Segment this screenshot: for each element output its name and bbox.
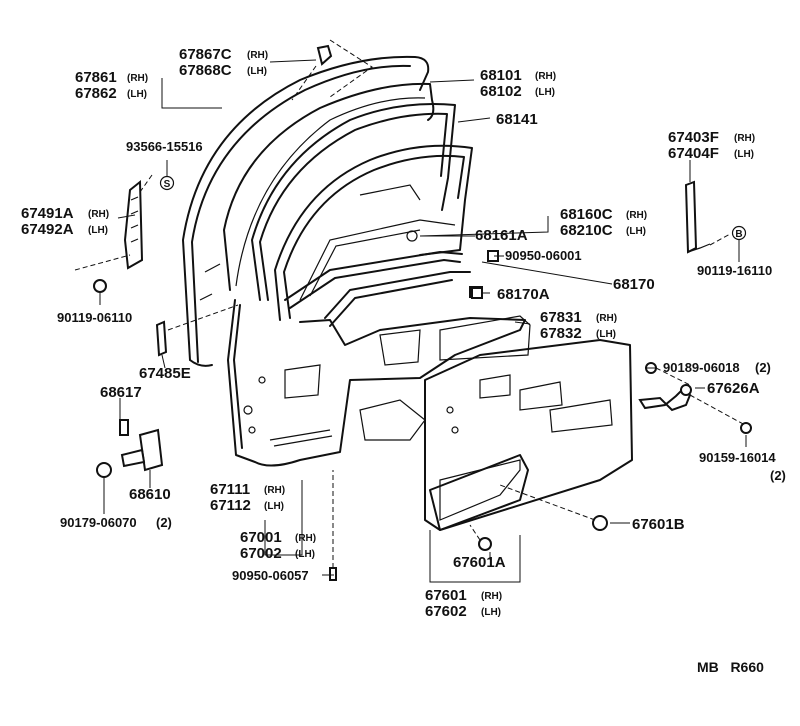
door-trim-board — [424, 339, 633, 531]
callout-68141: 68141 — [496, 111, 538, 128]
svg-text:B: B — [735, 229, 742, 240]
callout-67485E: 67485E — [139, 365, 191, 382]
callout-67602: 67602 — [425, 603, 467, 620]
callout-67403F: 67403F — [668, 129, 719, 146]
callout-68610: 68610 — [129, 486, 171, 503]
callout-67862: 67862 — [75, 85, 117, 102]
callout-90119-06110: 90119-06110 — [57, 310, 132, 325]
leader-lines — [99, 59, 747, 583]
callout-67492A: 67492A — [21, 221, 74, 238]
glass-run — [251, 103, 456, 301]
callout-67861: 67861 — [75, 69, 117, 86]
svg-text:(2): (2) — [755, 360, 771, 375]
svg-text:(LH): (LH) — [535, 87, 555, 98]
callout-90119-16110: 90119-16110 — [697, 263, 772, 278]
callout-67491A: 67491A — [21, 205, 74, 222]
svg-text:(RH): (RH) — [247, 50, 268, 61]
svg-text:(RH): (RH) — [596, 313, 617, 324]
svg-text:S: S — [164, 179, 171, 190]
callout-67001: 67001 — [240, 529, 282, 546]
svg-text:(LH): (LH) — [734, 149, 754, 160]
svg-text:(RH): (RH) — [295, 533, 316, 544]
division-bar — [684, 180, 731, 254]
callout-90179-06070: 90179-06070 — [60, 515, 137, 530]
svg-text:(LH): (LH) — [127, 89, 147, 100]
callout-67868C: 67868C — [179, 62, 232, 79]
callout-68102: 68102 — [480, 83, 522, 100]
window-channel — [274, 144, 473, 321]
symbol-s: S — [159, 175, 175, 191]
callout-90159-16014: 90159-16014 — [699, 450, 776, 465]
service-hole-cover — [439, 315, 531, 361]
svg-text:(LH): (LH) — [481, 607, 501, 618]
door-garnish — [74, 174, 153, 271]
svg-text:(RH): (RH) — [127, 73, 148, 84]
callout-68160C: 68160C — [560, 206, 613, 223]
callout-67404F: 67404F — [668, 145, 719, 162]
svg-text:(RH): (RH) — [481, 591, 502, 602]
callout-67112: 67112 — [210, 497, 251, 514]
callout-68210C: 68210C — [560, 222, 613, 239]
svg-text:(LH): (LH) — [88, 225, 108, 236]
weatherstrip-clip — [291, 39, 373, 101]
callout-67832: 67832 — [540, 325, 582, 342]
svg-text:(RH): (RH) — [626, 210, 647, 221]
callout-68170A: 68170A — [497, 286, 550, 303]
callout-90950-06057: 90950-06057 — [232, 568, 309, 583]
svg-text:(2): (2) — [156, 515, 172, 530]
svg-text:(LH): (LH) — [247, 66, 267, 77]
callout-67601B: 67601B — [632, 516, 685, 533]
callout-67601: 67601 — [425, 587, 467, 604]
callout-67002: 67002 — [240, 545, 282, 562]
svg-text:(RH): (RH) — [88, 209, 109, 220]
symbol-b: B — [731, 225, 747, 241]
callout-67867C: 67867C — [179, 46, 232, 63]
callout-90950-06001: 90950-06001 — [505, 248, 582, 263]
belt-moulding — [284, 251, 483, 327]
callout-67831: 67831 — [540, 309, 582, 326]
callout-93566-15516: 93566-15516 — [126, 139, 203, 154]
door-glass — [223, 82, 435, 291]
callout-67111: 67111 — [210, 481, 250, 498]
diagram-reference-code: MB R660 — [697, 659, 764, 675]
svg-text:(LH): (LH) — [295, 549, 315, 560]
callout-labels: 67867C (RH) 67868C (LH) 67861 (RH) 67862… — [21, 46, 786, 675]
svg-text:(2): (2) — [770, 468, 786, 483]
door-shell — [227, 299, 526, 467]
callout-68161A: 68161A — [475, 227, 528, 244]
callout-67626A: 67626A — [707, 380, 760, 397]
door-weatherstrip-outer — [182, 55, 430, 367]
callout-68617: 68617 — [100, 384, 142, 401]
svg-text:(RH): (RH) — [535, 71, 556, 82]
door-hinge — [96, 419, 164, 478]
door-bracket — [155, 304, 239, 357]
callout-68101: 68101 — [480, 67, 522, 84]
svg-text:(LH): (LH) — [264, 501, 284, 512]
svg-text:(RH): (RH) — [734, 133, 755, 144]
callout-68170: 68170 — [613, 276, 655, 293]
svg-text:(LH): (LH) — [596, 329, 616, 340]
svg-text:(LH): (LH) — [626, 226, 646, 237]
callout-90189-06018: 90189-06018 — [663, 360, 740, 375]
svg-text:(RH): (RH) — [264, 485, 285, 496]
callout-67601A: 67601A — [453, 554, 506, 571]
